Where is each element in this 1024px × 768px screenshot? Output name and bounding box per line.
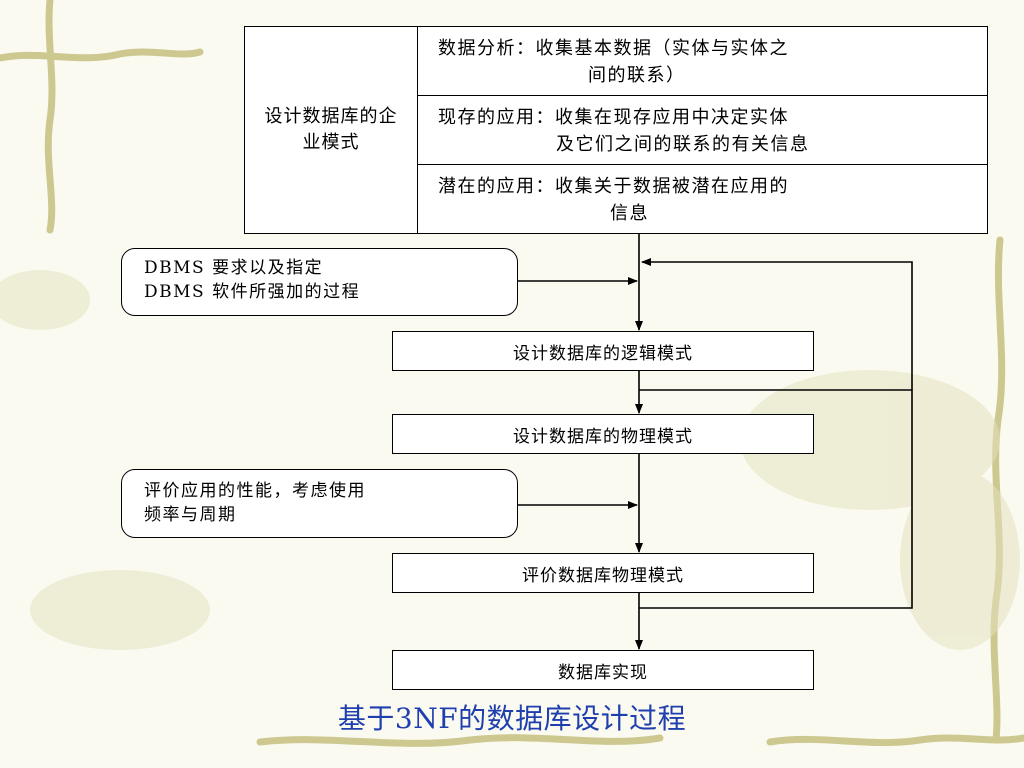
row-potential-applications-line2: 信息 <box>610 203 649 224</box>
note-dbms-line2: DBMS 软件所强加的过程 <box>144 282 361 302</box>
step-database-implementation: 数据库实现 <box>392 650 814 690</box>
enterprise-model-table: 设计数据库的企业模式 数据分析：收集基本数据（实体与实体之 间的联系） 现存的应… <box>244 26 988 234</box>
step-design-physical-schema: 设计数据库的物理模式 <box>392 414 814 454</box>
row-existing-applications-line2: 及它们之间的联系的有关信息 <box>556 134 810 155</box>
feedback-loop-arrow <box>639 389 913 609</box>
note-dbms-line1: DBMS 要求以及指定 <box>144 258 324 278</box>
row-existing-applications-line1: 现存的应用：收集在现存应用中决定实体 <box>438 107 789 128</box>
feedback-loop-top <box>641 258 913 390</box>
row-existing-applications: 现存的应用：收集在现存应用中决定实体 及它们之间的联系的有关信息 <box>418 95 987 164</box>
enterprise-model-rows: 数据分析：收集基本数据（实体与实体之 间的联系） 现存的应用：收集在现存应用中决… <box>418 27 987 233</box>
row-data-analysis-line1: 数据分析：收集基本数据（实体与实体之 <box>438 38 789 59</box>
diagram-caption: 基于3NF的数据库设计过程 <box>337 702 687 735</box>
row-data-analysis: 数据分析：收集基本数据（实体与实体之 间的联系） <box>418 27 987 95</box>
row-data-analysis-line2: 间的联系） <box>588 65 686 86</box>
note-eval-line2: 频率与周期 <box>144 505 237 525</box>
note-dbms-requirements: DBMS 要求以及指定 DBMS 软件所强加的过程 <box>121 248 518 316</box>
row-potential-applications-line1: 潜在的应用：收集关于数据被潜在应用的 <box>438 176 789 197</box>
step-design-logical-schema: 设计数据库的逻辑模式 <box>392 331 814 371</box>
step-evaluate-physical-schema: 评价数据库物理模式 <box>392 553 814 593</box>
note-performance-evaluation: 评价应用的性能，考虑使用 频率与周期 <box>121 469 518 538</box>
note-eval-line1: 评价应用的性能，考虑使用 <box>144 481 366 501</box>
row-potential-applications: 潜在的应用：收集关于数据被潜在应用的 信息 <box>418 164 987 233</box>
enterprise-model-label: 设计数据库的企业模式 <box>245 27 418 233</box>
